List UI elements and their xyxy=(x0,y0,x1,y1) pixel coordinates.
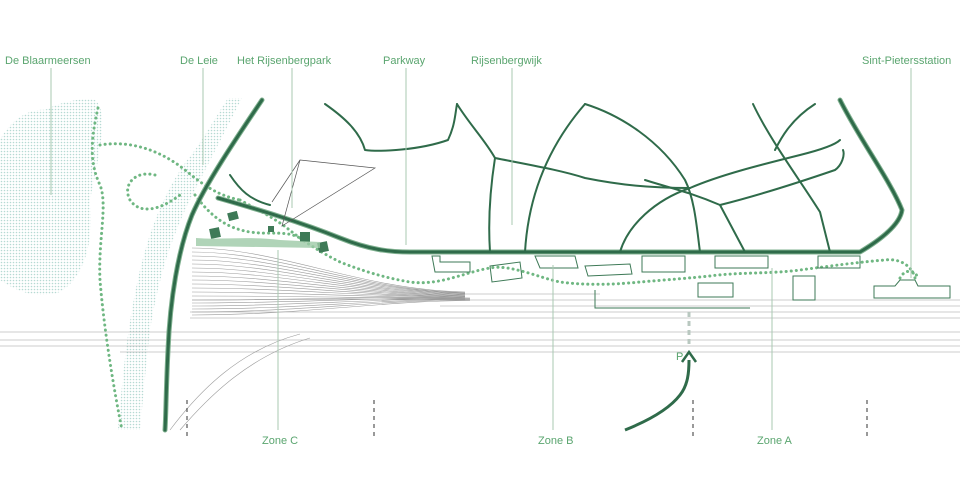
roads xyxy=(162,97,905,433)
green-walking-paths xyxy=(90,106,920,432)
label-leie: De Leie xyxy=(180,55,218,67)
label-sint-pieters: Sint-Pietersstation xyxy=(862,55,951,67)
label-zone-c: Zone C xyxy=(262,435,298,447)
park-buildings xyxy=(209,210,329,253)
railway-tracks xyxy=(0,247,960,431)
label-parkway: Parkway xyxy=(383,55,426,67)
label-rijsenbergwijk: Rijsenbergwijk xyxy=(471,55,542,67)
leie-river xyxy=(118,98,242,430)
label-blaarmeersen: De Blaarmeersen xyxy=(5,55,91,67)
parking-route: P xyxy=(624,312,698,432)
label-leader-lines xyxy=(50,68,912,430)
label-rijsenbergpark: Het Rijsenbergpark xyxy=(237,55,332,67)
blaarmeersen-lake xyxy=(0,99,103,295)
zone-dividers xyxy=(186,400,868,440)
building-footprints xyxy=(431,255,951,309)
parking-label: P xyxy=(676,351,683,363)
label-zone-a: Zone A xyxy=(757,435,793,447)
arrow-up-icon xyxy=(680,349,698,363)
label-zone-b: Zone B xyxy=(538,435,573,447)
view-triangle xyxy=(271,159,377,227)
park-green-band xyxy=(196,238,320,248)
